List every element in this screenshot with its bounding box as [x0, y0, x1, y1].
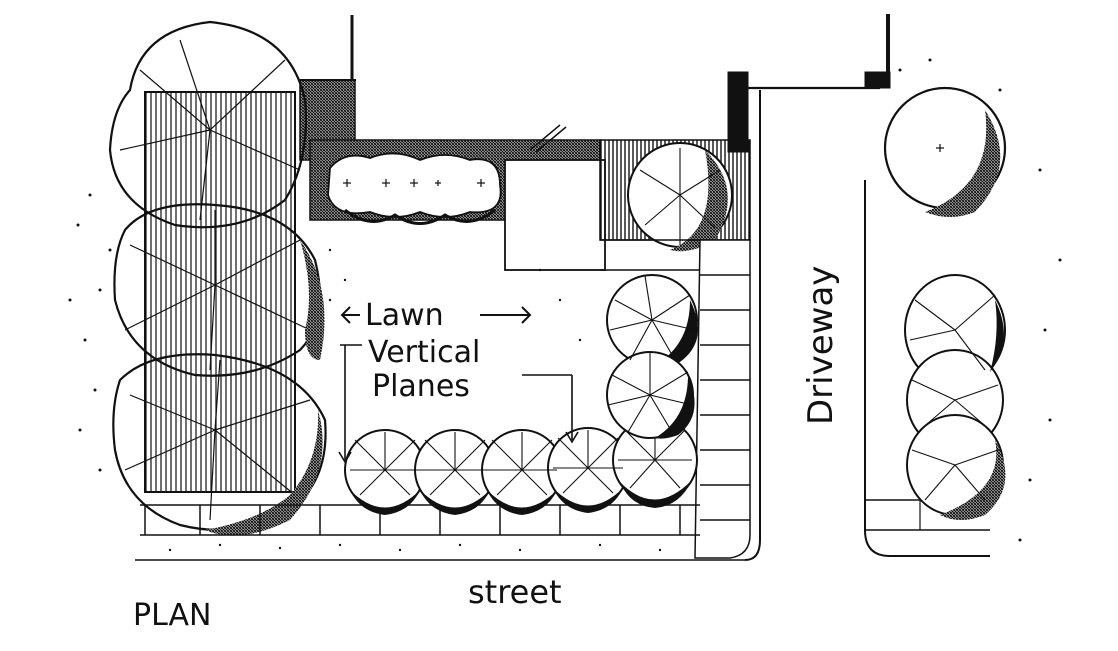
driveway-trees-row	[904, 274, 1006, 520]
plan-label: PLAN	[133, 598, 211, 633]
foundation-shrubs	[327, 152, 502, 225]
paving-walk	[600, 239, 751, 559]
street-label: street	[468, 573, 562, 611]
driveway-tree-top	[883, 86, 1007, 217]
vertical-label: Vertical	[368, 335, 480, 370]
canopy-tree-middle	[113, 203, 322, 377]
canopy-shadow	[205, 240, 325, 536]
canopy-tree-top	[108, 20, 307, 229]
vertical-planes-bracket	[338, 344, 579, 464]
street-shrub-row	[344, 417, 698, 515]
side-shrub-column	[606, 274, 698, 439]
sidewalk	[135, 504, 745, 561]
stipple-texture	[68, 58, 1062, 552]
property-wall	[727, 14, 891, 153]
driveway-label: Driveway	[801, 266, 841, 425]
lawn-arrow	[340, 306, 532, 324]
canopy-trees-left	[108, 20, 327, 532]
planes-label: Planes	[372, 369, 470, 404]
lawn-label: Lawn	[365, 298, 444, 333]
corner-tree	[599, 139, 751, 252]
house-footprint	[144, 15, 356, 493]
